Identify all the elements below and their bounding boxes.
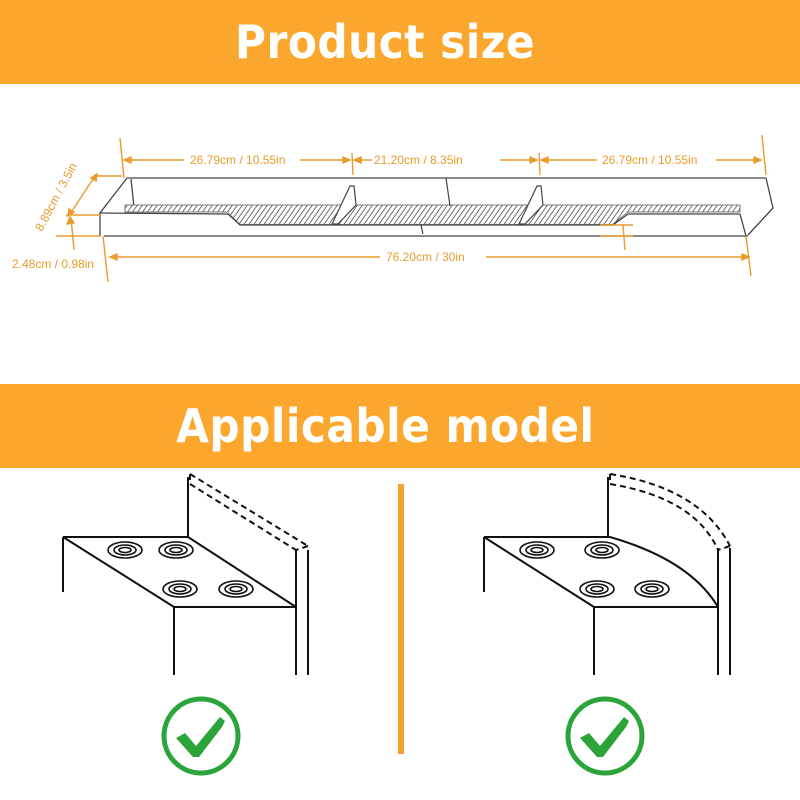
section-divider <box>398 484 404 754</box>
check-circle-icon <box>565 696 645 776</box>
applicable-model-banner: Applicable model <box>0 384 800 468</box>
product-size-banner: Product size <box>0 0 800 84</box>
applicable-model-heading: Applicable model <box>175 399 595 453</box>
tray-ribs <box>124 204 741 225</box>
applicable-model-section <box>0 468 800 800</box>
product-size-diagram: 26.79cm / 10.55in 21.20cm / 8.35in 26.79… <box>0 84 800 384</box>
dim-middle-section: 21.20cm / 8.35in <box>374 153 463 167</box>
tray-drawing: 26.79cm / 10.55in 21.20cm / 8.35in 26.79… <box>12 134 774 283</box>
tray-dividers <box>331 177 544 235</box>
burners <box>107 541 254 598</box>
dim-total-length: 76.20cm / 30in <box>386 250 465 264</box>
stove-straight-backsplash-icon <box>62 473 309 675</box>
burners <box>519 541 670 598</box>
check-circle-icon <box>161 696 241 776</box>
dimension-lines <box>56 134 767 283</box>
stove-drawings <box>62 473 731 675</box>
stove-curved-backsplash-icon <box>483 473 731 675</box>
dim-left-section: 26.79cm / 10.55in <box>190 153 285 167</box>
dim-height: 2.48cm / 0.98in <box>12 257 94 271</box>
dim-right-section: 26.79cm / 10.55in <box>602 153 697 167</box>
product-size-heading: Product size <box>234 15 535 69</box>
